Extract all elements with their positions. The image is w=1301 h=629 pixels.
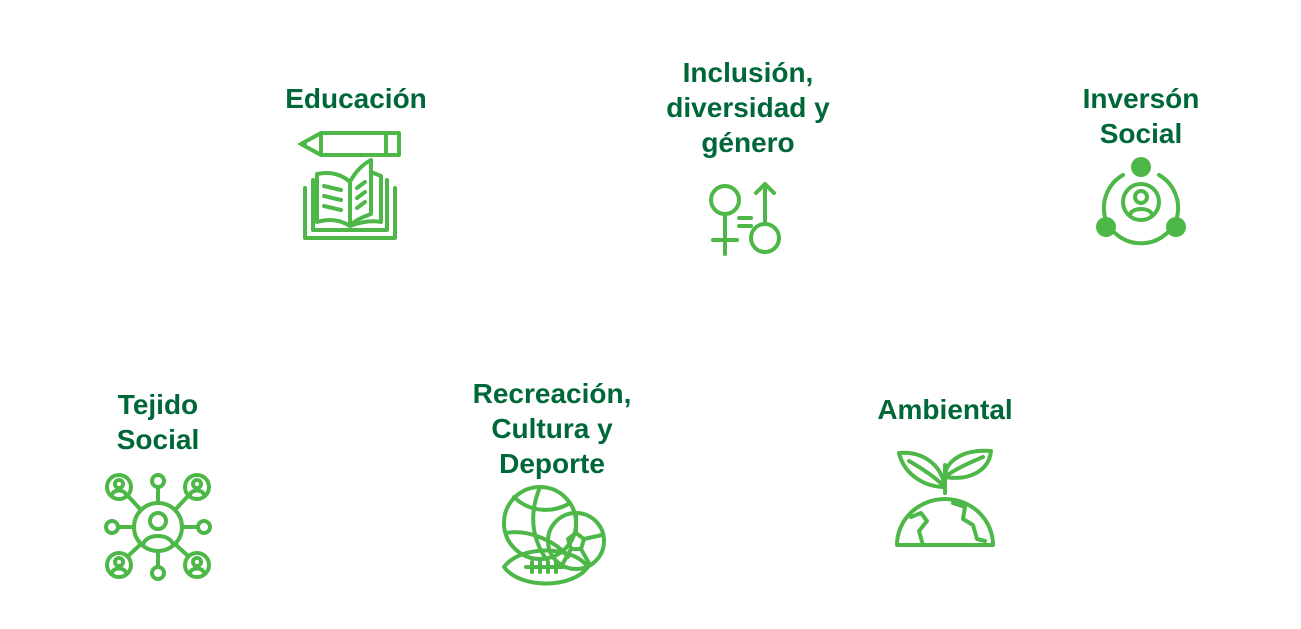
pencil-book-icon bbox=[291, 122, 421, 240]
category-title: Inclusión, diversidad y género bbox=[666, 57, 830, 158]
category-ambiental: Ambiental bbox=[845, 392, 1045, 551]
category-inclusion: Inclusión, diversidad y género bbox=[638, 55, 858, 264]
category-title: Ambiental bbox=[877, 394, 1013, 425]
gender-symbols-icon bbox=[703, 178, 793, 264]
category-tejido-social: Tejido Social bbox=[58, 387, 258, 581]
category-inversion-social: Inversón Social bbox=[1041, 81, 1241, 247]
category-recreacion: Recreación, Cultura y Deporte bbox=[442, 376, 662, 591]
plant-globe-icon bbox=[893, 447, 997, 551]
sports-balls-icon bbox=[496, 483, 608, 591]
category-title: Recreación, Cultura y Deporte bbox=[472, 378, 632, 479]
social-network-icon bbox=[103, 471, 213, 581]
category-title: Tejido Social bbox=[116, 389, 200, 455]
social-investment-icon bbox=[1091, 157, 1191, 247]
category-title: Educación bbox=[285, 83, 427, 114]
category-title: Inversón Social bbox=[1082, 83, 1200, 149]
category-educacion: Educación bbox=[256, 81, 456, 240]
